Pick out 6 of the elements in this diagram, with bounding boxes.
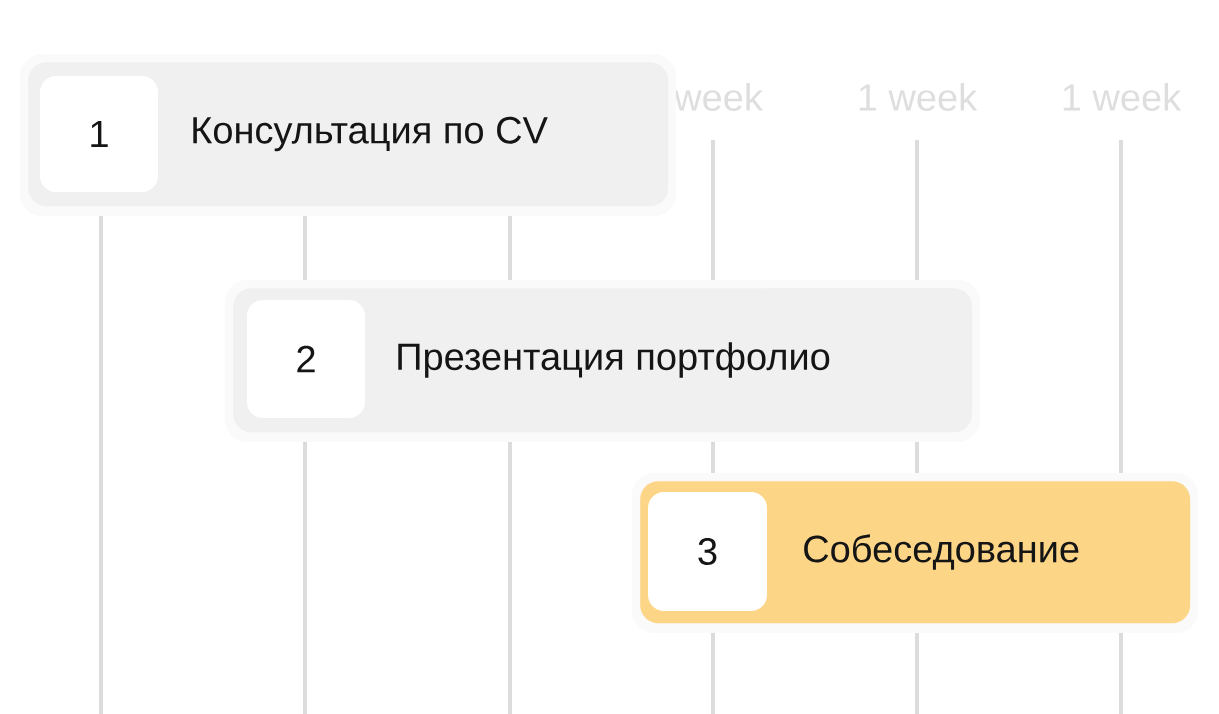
step-number: 1 — [40, 76, 158, 192]
step-number: 2 — [247, 300, 365, 418]
node-label: Собеседование — [804, 534, 1079, 570]
node-label: Консультация по CV — [193, 116, 548, 152]
node-label: Презентация портфолио — [398, 342, 830, 378]
step-number: 3 — [648, 492, 767, 611]
